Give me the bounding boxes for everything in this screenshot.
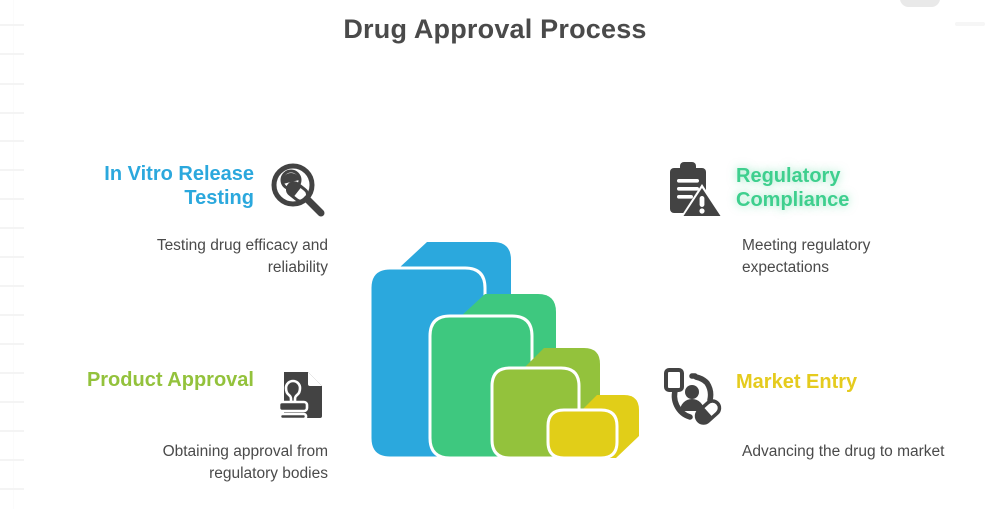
- layer-yellow: [546, 395, 639, 460]
- page-title: Drug Approval Process: [343, 14, 647, 44]
- guide-tick: [0, 285, 24, 287]
- nested-layers-graphic: [352, 196, 652, 460]
- guide-tick: [0, 53, 24, 55]
- item-header: Product Approval: [18, 366, 328, 428]
- item-product-approval[interactable]: Product Approval Obtaining approval from…: [18, 366, 328, 485]
- item-header: Regulatory Compliance: [662, 160, 972, 222]
- item-description: Meeting regulatory expectations: [742, 237, 871, 276]
- item-description: Testing drug efficacy and reliability: [156, 237, 328, 276]
- stamp-shape: [277, 379, 309, 421]
- guide-tick: [0, 488, 24, 490]
- top-right-clipped-button[interactable]: [900, 0, 940, 7]
- item-title: Market Entry: [736, 371, 858, 393]
- item-title: In Vitro Release Testing: [104, 163, 254, 210]
- item-title: Product Approval: [86, 369, 254, 391]
- guide-tick: [0, 343, 24, 345]
- document-stamp-icon: [266, 366, 328, 428]
- clipboard-warning-icon: [662, 160, 724, 222]
- item-regulatory-compliance[interactable]: Regulatory Compliance Meeting regulatory…: [662, 160, 972, 279]
- guide-tick: [0, 314, 24, 316]
- person-pill-circle-icon: [662, 366, 724, 428]
- top-right-shadow-bar: [955, 22, 985, 26]
- item-description: Obtaining approval from regulatory bodie…: [162, 443, 328, 482]
- item-market-entry[interactable]: Market Entry Advancing the drug to marke…: [662, 366, 972, 463]
- item-description: Advancing the drug to market: [742, 443, 945, 460]
- guide-tick: [0, 140, 24, 142]
- guide-tick: [0, 112, 24, 114]
- item-header: Market Entry: [662, 366, 972, 428]
- magnifier-pills-icon: [266, 160, 328, 222]
- item-title: Regulatory Compliance: [736, 165, 850, 212]
- item-header: In Vitro Release Testing: [18, 160, 328, 222]
- item-in-vitro-release-testing[interactable]: In Vitro Release Testing Testing drug ef…: [18, 160, 328, 279]
- guide-vertical-line: [13, 0, 14, 509]
- guide-tick: [0, 83, 24, 85]
